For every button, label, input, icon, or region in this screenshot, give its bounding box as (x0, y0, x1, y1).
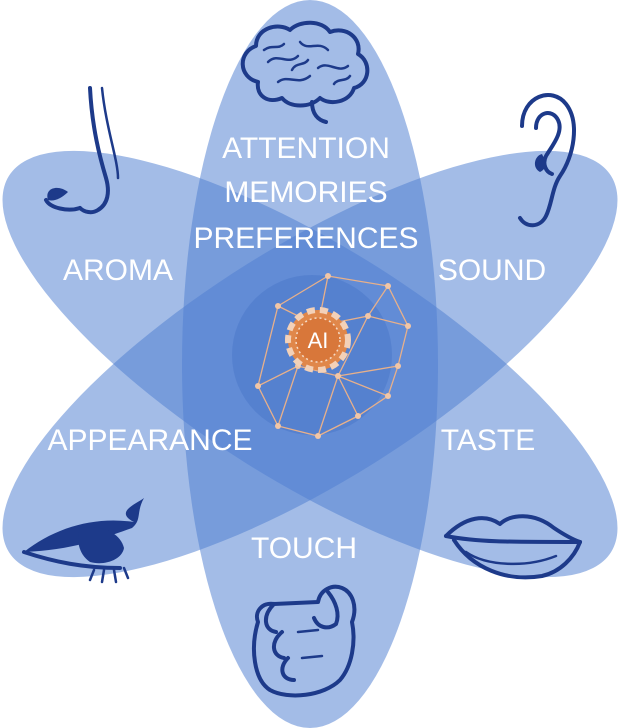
sense-label-aroma: AROMA (63, 254, 173, 287)
ai-network-head (255, 273, 411, 439)
center-labels: ATTENTION MEMORIES PREFERENCES (193, 132, 418, 255)
sense-label-appearance: APPEARANCE (47, 424, 252, 457)
center-label-attention: ATTENTION (222, 132, 390, 165)
pointing-hand-icon (252, 584, 357, 698)
sense-label-sound: SOUND (438, 254, 546, 287)
ai-badge-label: AI (308, 328, 329, 353)
nose-icon (44, 86, 120, 215)
eye-icon (22, 498, 144, 584)
ai-gear-icon: AI (285, 307, 351, 373)
brain-icon (240, 20, 370, 124)
sense-label-taste: TASTE (441, 424, 535, 457)
lips-icon (444, 514, 582, 580)
sense-label-touch: TOUCH (251, 532, 357, 565)
center-label-memories: MEMORIES (224, 176, 387, 209)
center-label-preferences: PREFERENCES (193, 222, 418, 255)
ear-icon (518, 93, 576, 228)
